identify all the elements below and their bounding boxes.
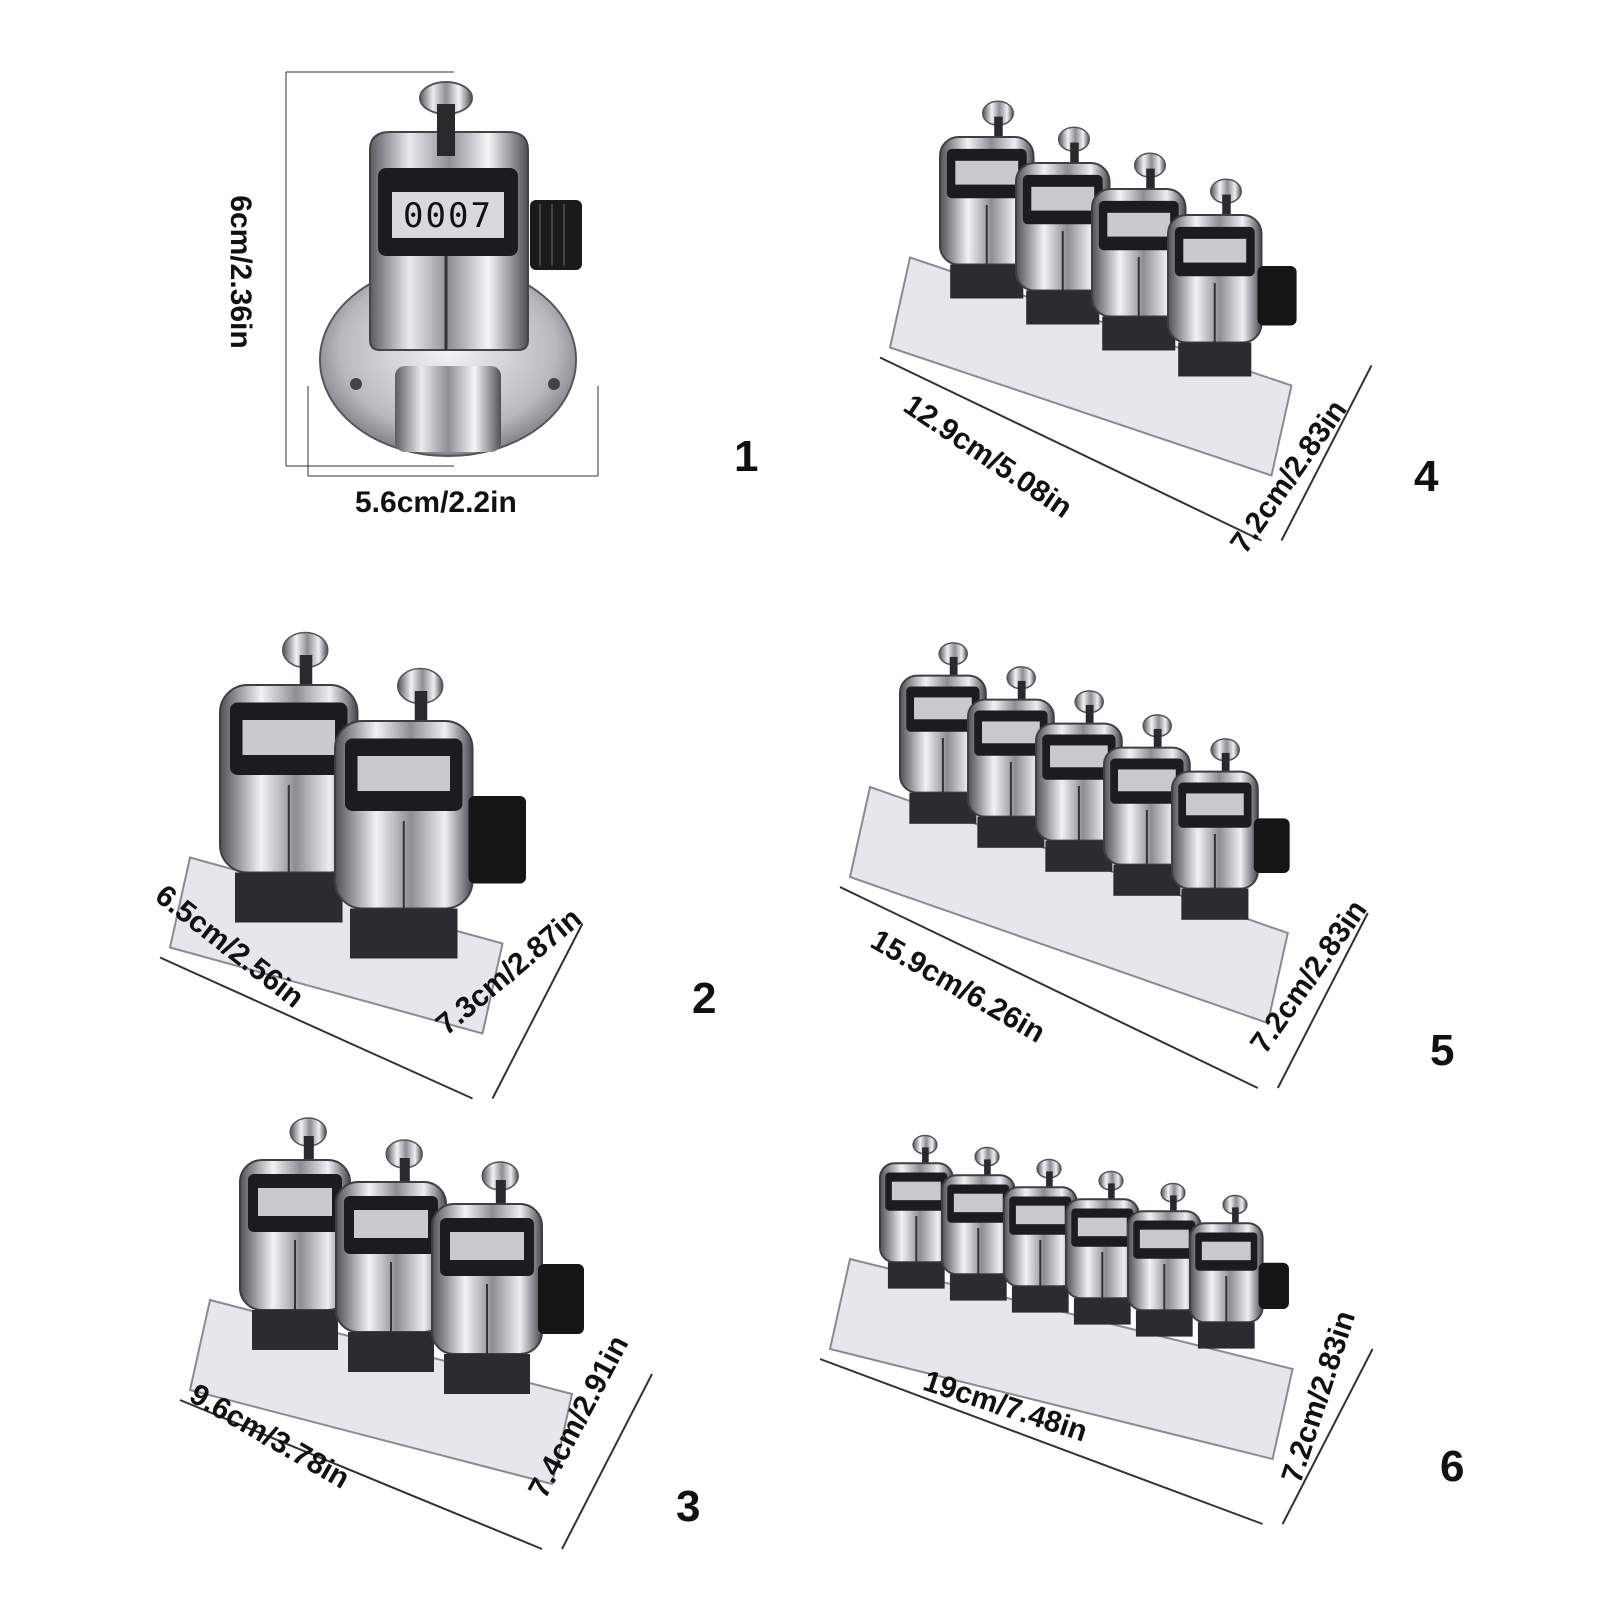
reset-knob-icon (468, 796, 526, 884)
counter-unit (1035, 690, 1123, 872)
depth-arrow (561, 1373, 653, 1550)
panel-number: 6 (1440, 1442, 1465, 1491)
length-arrow (819, 1358, 1263, 1525)
length-arrow (879, 356, 1262, 542)
counter-4-illustration (879, 100, 1373, 542)
reset-knob-icon (1257, 266, 1297, 326)
counter-2-illustration (159, 631, 584, 1100)
panel-3: 9.6cm/3.78in 7.4cm/2.91in 3 (0, 1080, 800, 1600)
counter-unit (334, 667, 474, 959)
counter-unit (431, 1161, 543, 1394)
counter-unit (239, 1117, 351, 1350)
depth-arrow (1280, 365, 1373, 541)
counter-unit (1091, 152, 1187, 351)
depth-arrow (1276, 912, 1369, 1089)
counter-unit (939, 100, 1035, 299)
panel-number: 2 (692, 974, 717, 1023)
counter-unit (219, 631, 359, 923)
length-arrow (179, 1399, 543, 1550)
length-arrow (839, 886, 1259, 1089)
counter-6-illustration (819, 1134, 1374, 1525)
counter-unit (1015, 126, 1111, 325)
panel-number: 4 (1414, 452, 1439, 501)
panel-number: 3 (676, 1482, 701, 1531)
depth-arrow (1281, 1348, 1374, 1525)
panel-4: 12.9cm/5.08in 7.2cm/2.83in 4 (800, 0, 1600, 560)
counter-1-illustration (285, 71, 599, 477)
counter-unit (1127, 1182, 1202, 1337)
counter-unit (967, 666, 1055, 848)
panel-5: 15.9cm/6.26in 7.2cm/2.83in 5 (800, 560, 1600, 1089)
panel-2: 6.5cm/2.56in 7.3cm/2.87in 2 (0, 560, 800, 1100)
counter-unit (941, 1146, 1016, 1301)
reset-knob-icon (1258, 1262, 1289, 1309)
width-label: 5.6cm/2.2in (355, 486, 517, 519)
depth-arrow (491, 923, 584, 1099)
counter-unit (1167, 178, 1263, 377)
panel-1: 0007 6cm/2.36in 5.6cm/2.2in 1 (0, 0, 800, 540)
counter-unit (335, 1139, 447, 1372)
counter-3-illustration (179, 1117, 653, 1550)
counter-unit (1171, 738, 1259, 920)
reset-knob-icon (1253, 818, 1290, 873)
counter-unit (879, 1134, 954, 1289)
counter-unit (899, 642, 987, 824)
counter-5-illustration (839, 642, 1369, 1089)
panel-number: 1 (734, 432, 759, 481)
panel-6: 19cm/7.48in 7.2cm/2.83in 6 (800, 1080, 1600, 1600)
counter-unit (1065, 1170, 1140, 1325)
counter-display: 0007 (403, 196, 493, 236)
counter-unit (1103, 714, 1191, 896)
height-label: 6cm/2.36in (224, 195, 257, 349)
counter-unit (1189, 1194, 1264, 1349)
counter-unit (1003, 1158, 1078, 1313)
reset-knob-icon (538, 1264, 584, 1334)
panel-number: 5 (1430, 1026, 1455, 1075)
length-arrow (159, 956, 473, 1100)
